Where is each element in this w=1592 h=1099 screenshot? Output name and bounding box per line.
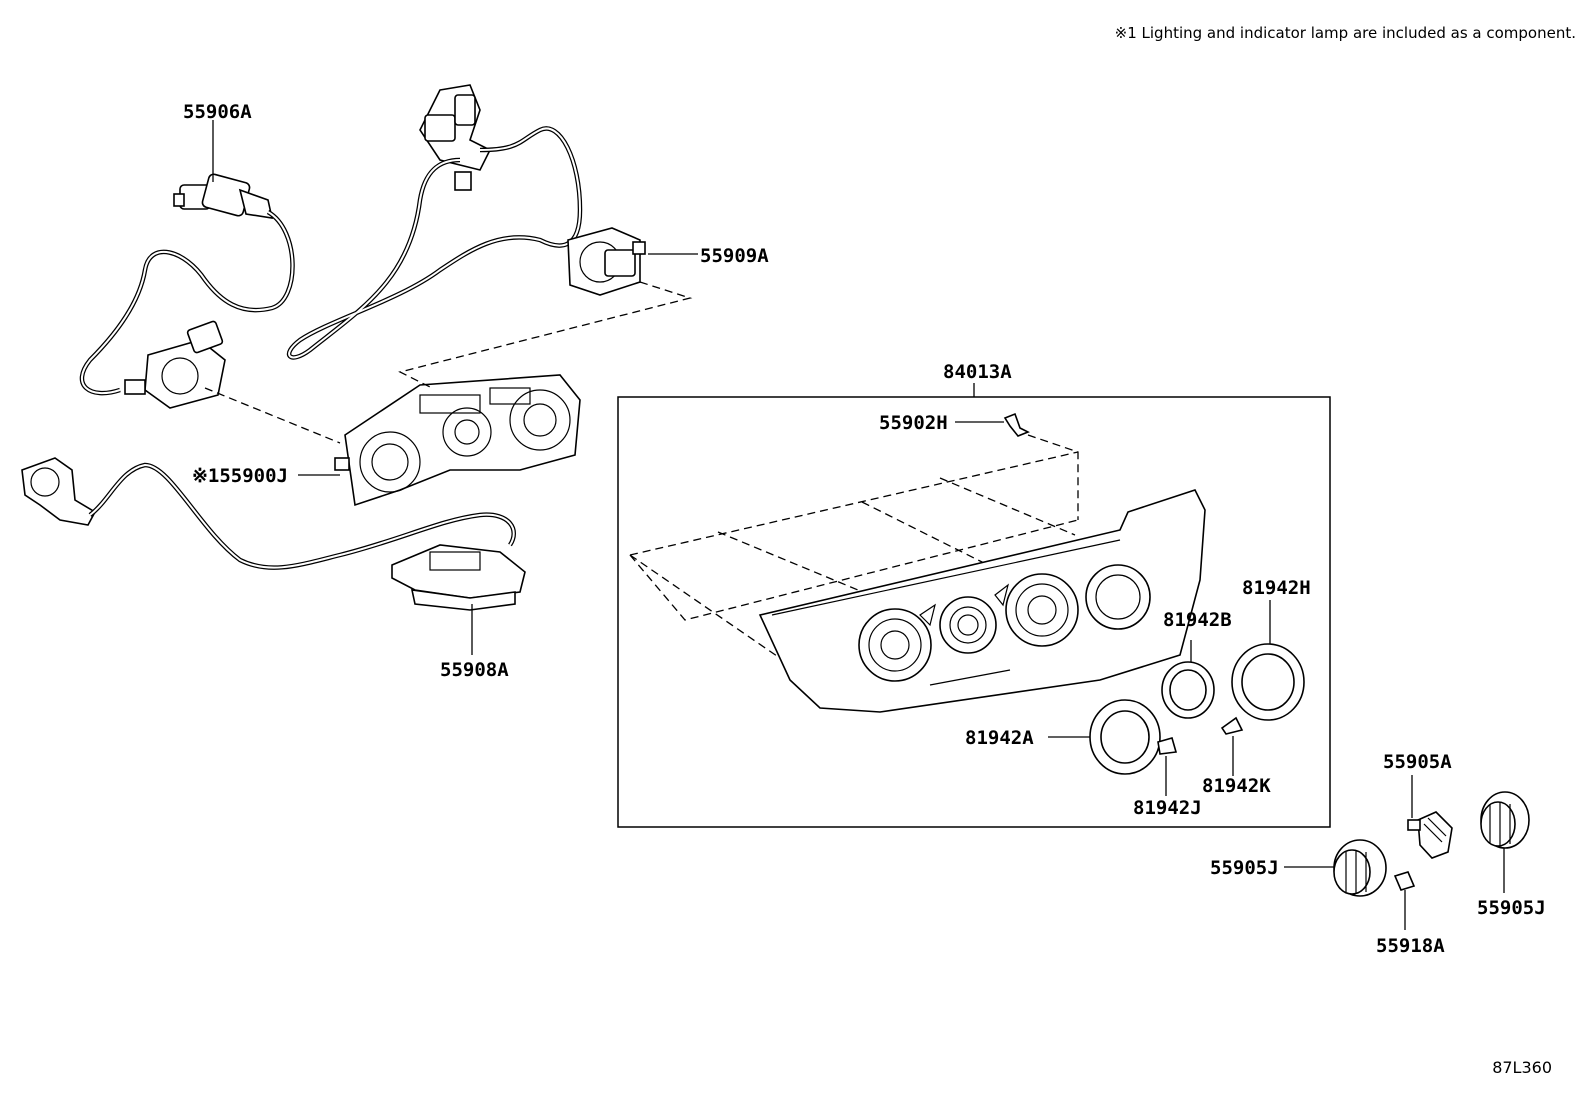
- label-55905J-left: 55905J: [1210, 857, 1279, 879]
- label-55918A: 55918A: [1376, 935, 1445, 957]
- bulb-socket-lower-left: [124, 320, 226, 409]
- ring-81942A: [1089, 699, 1161, 775]
- label-81942K: 81942K: [1202, 775, 1271, 797]
- label-81942A: 81942A: [965, 727, 1034, 749]
- label-55902H: 55902H: [879, 412, 948, 434]
- label-81942B: 81942B: [1163, 609, 1232, 631]
- control-panel-bezel: [758, 489, 1206, 713]
- component-note: ※1 Lighting and indicator lamp are inclu…: [1115, 24, 1576, 42]
- label-81942H: 81942H: [1242, 577, 1311, 599]
- bulb-socket-55906A: [173, 173, 274, 219]
- control-assembly-55900J: [334, 374, 581, 507]
- label-55900J: ※155900J: [192, 465, 288, 487]
- assembly-guide-lines-left: [204, 281, 693, 444]
- knob-55905A: [1407, 811, 1453, 859]
- knob-insert-55918A: [1393, 871, 1416, 891]
- bulb-socket-55909A: [567, 227, 646, 296]
- label-55909A: 55909A: [700, 245, 769, 267]
- cable-55909A: [287, 126, 583, 360]
- clip-55902H: [1003, 412, 1030, 437]
- label-55906A: 55906A: [183, 101, 252, 123]
- ring-81942B: [1161, 661, 1215, 719]
- label-55908A: 55908A: [440, 659, 509, 681]
- leader-lines-left: [212, 120, 698, 655]
- light-guide-55908A: [391, 544, 526, 611]
- label-84013A: 84013A: [943, 361, 1012, 383]
- cable-lower: [88, 462, 516, 570]
- lens-81942J: [1157, 737, 1178, 755]
- leader-lines-center: [1048, 600, 1271, 796]
- knob-55905J-right: [1480, 791, 1530, 849]
- harness-top-connector: [419, 84, 492, 191]
- label-55905A: 55905A: [1383, 751, 1452, 773]
- ring-81942H: [1231, 643, 1305, 721]
- assembly-guide-lines-center: [629, 434, 1079, 666]
- label-81942J: 81942J: [1133, 797, 1202, 819]
- bulb-socket-far-left: [21, 457, 97, 526]
- knob-55905J-left: [1333, 839, 1387, 897]
- label-55905J-right: 55905J: [1477, 897, 1546, 919]
- leader-lines-right: [1284, 775, 1505, 930]
- lens-81942K: [1220, 716, 1244, 735]
- cable-55906A: [79, 210, 295, 396]
- diagram-code: 87L360: [1492, 1058, 1552, 1077]
